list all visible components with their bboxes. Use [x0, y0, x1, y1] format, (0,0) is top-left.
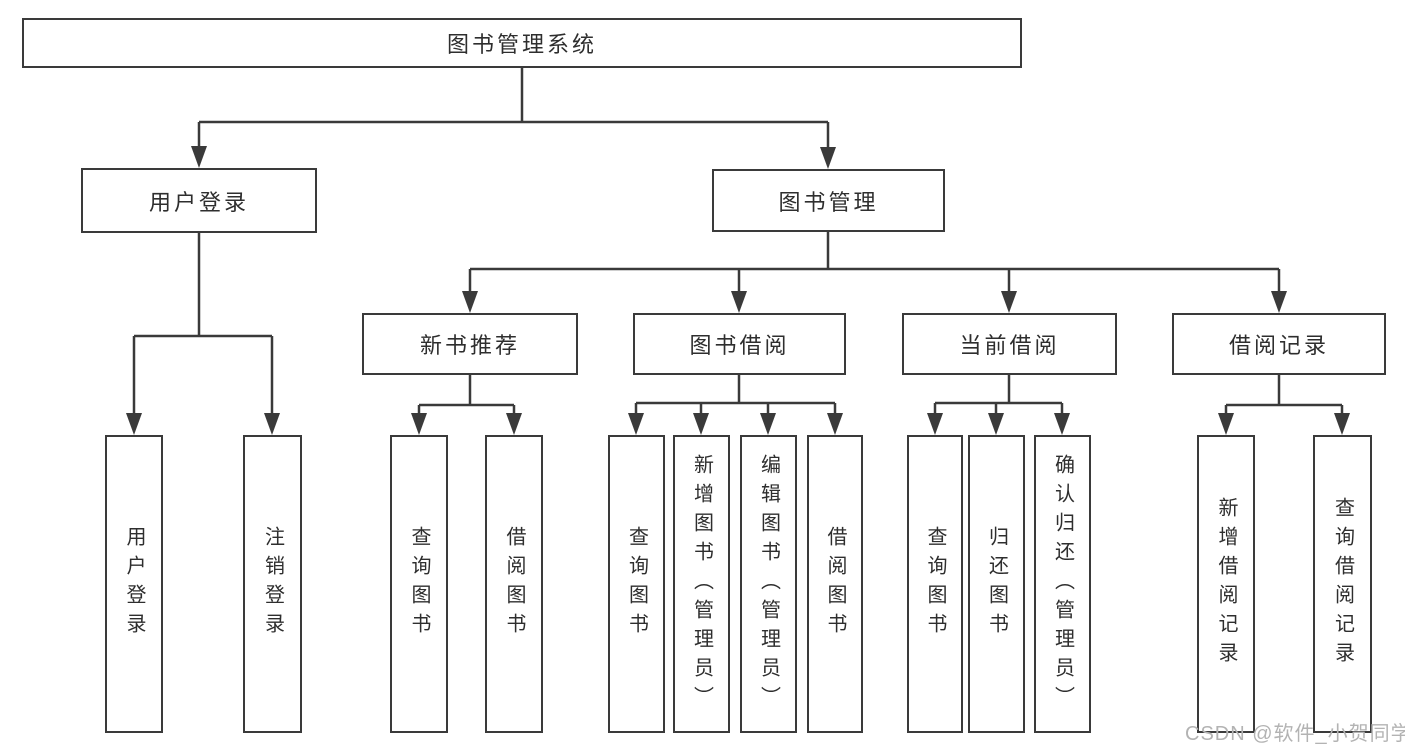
node-book-borrow: 图书借阅: [633, 313, 846, 375]
leaf-add-book-admin: 新增图书（管理员）: [673, 435, 730, 733]
node-current-borrow: 当前借阅: [902, 313, 1117, 375]
arrowhead-icons: [126, 146, 1350, 435]
leaf-borrow-books: 借阅图书: [807, 435, 863, 733]
node-book-management: 图书管理: [712, 169, 945, 232]
node-new-book-recommend: 新书推荐: [362, 313, 578, 375]
watermark-text: CSDN @软件_小贺同学: [1185, 723, 1405, 745]
node-library-management-system: 图书管理系统: [22, 18, 1022, 68]
leaf-logout: 注销登录: [243, 435, 302, 733]
node-borrow-records: 借阅记录: [1172, 313, 1386, 375]
leaf-borrow-books-recommend: 借阅图书: [485, 435, 543, 733]
leaf-edit-book-admin: 编辑图书（管理员）: [740, 435, 797, 733]
leaf-confirm-return-admin: 确认归还（管理员）: [1034, 435, 1091, 733]
leaf-query-books-recommend: 查询图书: [390, 435, 448, 733]
leaf-query-books-borrow: 查询图书: [608, 435, 665, 733]
node-user-login: 用户登录: [81, 168, 317, 233]
leaf-query-borrow-record: 查询借阅记录: [1313, 435, 1372, 733]
leaf-add-borrow-record: 新增借阅记录: [1197, 435, 1255, 733]
leaf-query-books-current: 查询图书: [907, 435, 963, 733]
leaf-user-login: 用户登录: [105, 435, 163, 733]
leaf-return-books: 归还图书: [968, 435, 1025, 733]
